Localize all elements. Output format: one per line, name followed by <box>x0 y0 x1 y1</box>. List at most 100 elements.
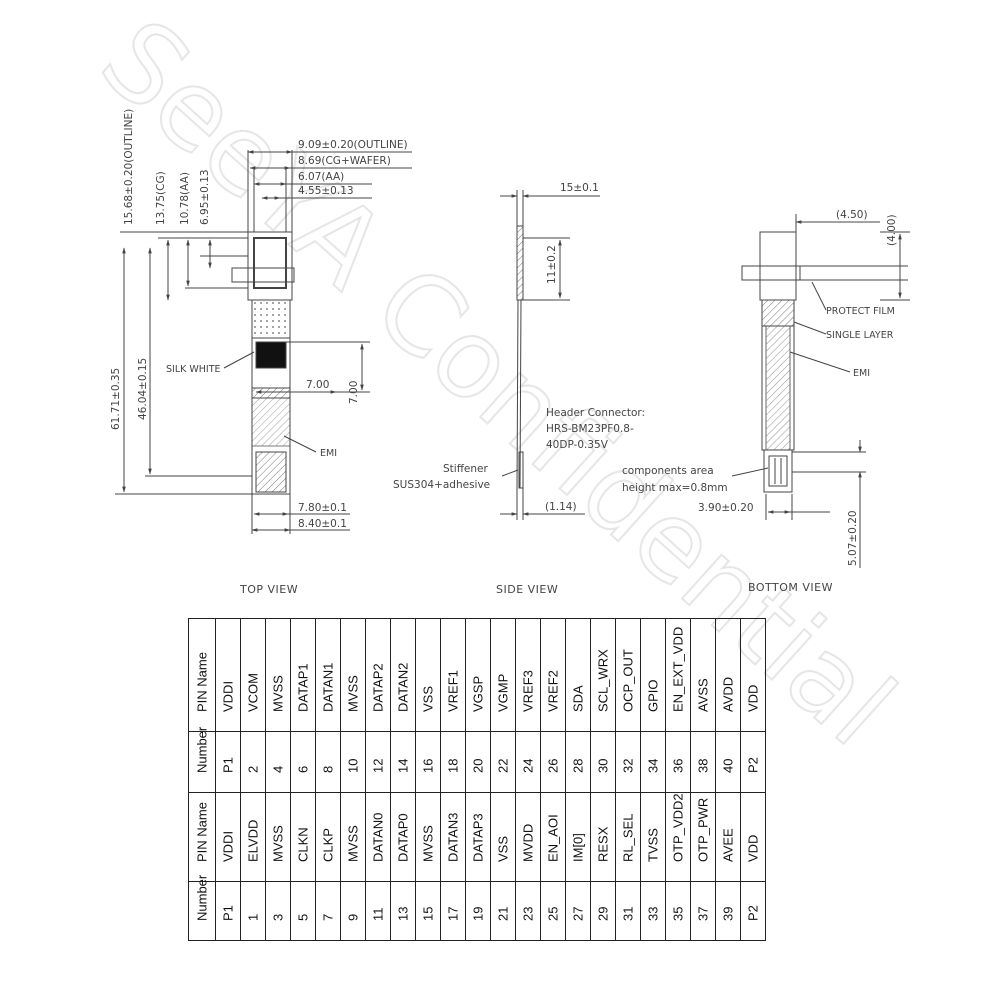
pin-number-cell-text: 16 <box>420 758 436 773</box>
dim-outline-height: 15.68±0.20(OUTLINE) <box>123 109 135 225</box>
pin-number-cell: 20 <box>465 731 491 793</box>
pin-number-cell: 37 <box>690 881 716 941</box>
pin-name-cell-text: GPIO <box>645 679 661 712</box>
dim-695: 6.95±0.13 <box>199 169 211 225</box>
pin-name-cell-text: OCP_OUT <box>620 649 636 712</box>
pin-number-cell-text: 21 <box>495 906 511 921</box>
top-view <box>115 150 412 534</box>
pin-number-cell-text: 17 <box>445 906 461 921</box>
bottom-side-tab <box>741 265 801 281</box>
pin-name-cell-text: RL_SEL <box>620 813 636 862</box>
side-tab <box>231 267 295 283</box>
pin-number-cell: 7 <box>315 881 341 941</box>
pin-name-cell-text: TVSS <box>645 828 661 862</box>
pin-name-cell-text: OTP_VDD2 <box>670 793 686 862</box>
single-layer-label: SINGLE LAYER <box>826 330 894 341</box>
pin-number-cell-text: 38 <box>695 758 711 773</box>
dim-cg-height: 13.75(CG) <box>155 171 167 225</box>
top-view-text: 9.09±0.20(OUTLINE) 8.69(CG+WAFER) 6.07(A… <box>110 109 408 596</box>
header-connector-line2: HRS-BM23PF0.8- <box>546 423 634 435</box>
pin-name-cell-text: MVSS <box>420 825 436 862</box>
pin-number-cell-text: 13 <box>395 906 411 921</box>
pin-number-cell: 6 <box>290 731 316 793</box>
pin-name-cell-text: IM[0] <box>570 833 586 862</box>
table-header-cell: PIN Name <box>188 792 216 882</box>
dim-700-height: 7.00 <box>348 381 360 404</box>
pin-number-cell-text: 39 <box>720 906 736 921</box>
pin-number-cell-text: 2 <box>245 765 261 773</box>
pin-number-cell-text: 12 <box>370 758 386 773</box>
pin-number-cell-text: P1 <box>220 757 236 773</box>
pin-number-cell-text: 7 <box>320 913 336 921</box>
pin-name-cell: VGSP <box>465 618 491 732</box>
pin-number-cell: 22 <box>490 731 516 793</box>
pin-number-cell: 17 <box>440 881 466 941</box>
pin-name-cell: MVSS <box>265 618 291 732</box>
bottom-view-text: (4.50) (4.00) 3.90±0.20 5.07±0.20 PROTEC… <box>622 209 898 594</box>
side-view-caption: SIDE VIEW <box>496 583 558 596</box>
pin-number-cell-text: 24 <box>520 758 536 773</box>
bottom-emi-label: EMI <box>853 368 870 379</box>
pin-number-cell: P2 <box>740 731 766 793</box>
pin-number-cell-text: 23 <box>520 906 536 921</box>
pin-number-cell-text: 8 <box>320 765 336 773</box>
pin-name-cell-text: MVDD <box>520 823 536 862</box>
pin-name-cell: DATAN0 <box>365 792 391 882</box>
pin-number-cell: 30 <box>590 731 616 793</box>
pin-name-cell-text: AVSS <box>695 678 711 712</box>
pin-name-cell: MVSS <box>265 792 291 882</box>
pin-name-cell-text: DATAP0 <box>395 813 411 862</box>
table-header-label: PIN Name <box>194 802 210 862</box>
dim-4604: 46.04±0.15 <box>137 358 149 420</box>
side-view-text: 15±0.1 11±0.2 (1.14) Header Connector: H… <box>393 182 645 596</box>
pin-number-cell-text: 18 <box>445 758 461 773</box>
pin-number-cell: 27 <box>565 881 591 941</box>
pin-name-cell: GPIO <box>640 618 666 732</box>
pin-name-cell: RESX <box>590 792 616 882</box>
pin-number-cell-text: 1 <box>245 913 261 921</box>
pin-name-cell-text: EN_EXT_VDD <box>670 626 686 712</box>
pin-name-cell-text: VGSP <box>470 675 486 712</box>
pin-number-cell-text: 3 <box>270 913 286 921</box>
pin-number-cell-text: 30 <box>595 758 611 773</box>
dim-aa-height: 10.78(AA) <box>179 172 191 225</box>
pin-name-cell: VSS <box>490 792 516 882</box>
side-panel <box>516 225 524 301</box>
pin-name-cell: MVDD <box>515 792 541 882</box>
pin-name-cell-text: ELVDD <box>245 819 261 862</box>
pin-name-cell: VREF2 <box>540 618 566 732</box>
dim-11: 11±0.2 <box>546 245 558 284</box>
pin-name-cell: RL_SEL <box>615 792 641 882</box>
bottom-connector <box>763 449 793 493</box>
pin-number-cell-text: 6 <box>295 765 311 773</box>
pin-name-cell: MVSS <box>340 618 366 732</box>
pin-name-cell: MVSS <box>415 792 441 882</box>
pin-number-cell: 36 <box>665 731 691 793</box>
table-header-cell: Number <box>188 727 216 793</box>
pin-number-cell-text: 29 <box>595 906 611 921</box>
pin-number-cell-text: 28 <box>570 758 586 773</box>
pin-name-cell-text: CLKN <box>295 827 311 862</box>
pin-name-cell-text: AVEE <box>720 828 736 862</box>
pin-name-cell-text: DATAN2 <box>395 662 411 712</box>
pin-name-cell-text: DATAN1 <box>320 662 336 712</box>
pin-name-cell: DATAP0 <box>390 792 416 882</box>
pin-number-cell: 12 <box>365 731 391 793</box>
pin-number-cell-text: 11 <box>370 907 386 922</box>
pin-name-cell-text: VDDI <box>220 680 236 712</box>
table-header-cell: PIN Name <box>188 618 216 732</box>
pin-number-cell: 23 <box>515 881 541 941</box>
pin-name-cell-text: VREF2 <box>545 670 561 712</box>
table-header-label: Number <box>194 726 210 773</box>
pin-name-cell: VCOM <box>240 618 266 732</box>
dim-840: 8.40±0.1 <box>298 518 347 530</box>
pin-name-cell: DATAN3 <box>440 792 466 882</box>
top-view-caption: TOP VIEW <box>239 583 298 596</box>
table-header-cell: Number <box>188 875 216 941</box>
pin-name-cell: AVDD <box>715 618 741 732</box>
panel-active-area <box>253 237 287 289</box>
pin-number-cell: 24 <box>515 731 541 793</box>
pin-name-cell-text: VSS <box>420 685 436 712</box>
